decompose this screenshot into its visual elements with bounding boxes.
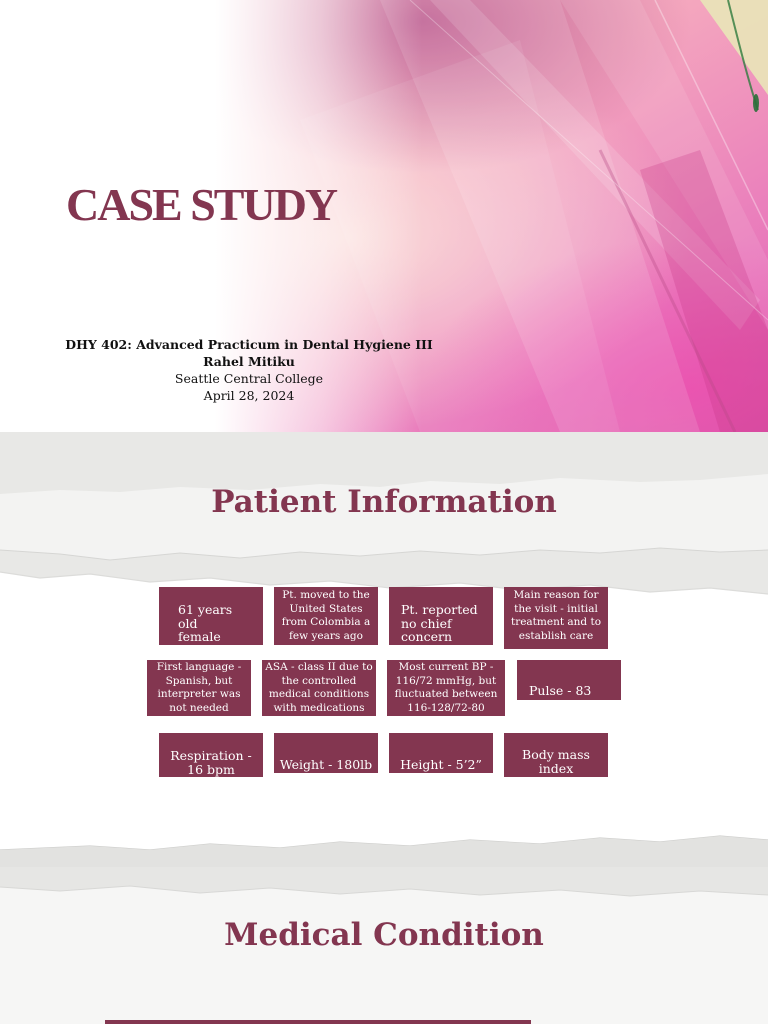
card-asa: ASA - class II due to the controlled med… <box>262 660 376 716</box>
card-weight-text: Weight - 180lb <box>279 757 373 772</box>
author-name: Rahel Mitiku <box>203 354 295 369</box>
card-language: First language - Spanish, but interprete… <box>147 660 251 716</box>
card-weight: Weight - 180lb <box>274 733 378 773</box>
card-origin: Pt. moved to the United States from Colo… <box>274 587 378 645</box>
patient-information-heading: Patient Information <box>211 484 557 520</box>
card-language-text: First language - Spanish, but interprete… <box>156 661 242 714</box>
medical-condition-slide: Medical Condition <box>0 867 768 1024</box>
case-study-title: CASE STUDY <box>66 179 338 230</box>
torn-paper-background <box>0 867 768 1024</box>
medical-condition-heading: Medical Condition <box>224 917 544 953</box>
card-origin-text: Pt. moved to the United States from Colo… <box>281 589 371 642</box>
abstract-pink-background <box>0 0 768 432</box>
card-age-sex-text: 61 years old female <box>178 602 233 644</box>
card-bmi: Body mass index - 32.92 <box>504 733 608 777</box>
title-subinfo: DHY 402: Advanced Practicum in Dental Hy… <box>60 336 438 404</box>
medical-condition-banner <box>105 1020 531 1024</box>
card-visit-reason: Main reason for the visit - initial trea… <box>504 587 608 649</box>
card-pulse: Pulse - 83 bpm <box>517 660 621 700</box>
course-name: DHY 402: Advanced Practicum in Dental Hy… <box>65 337 433 352</box>
card-chief-concern-text: Pt. reported no chief concern <box>401 602 478 644</box>
presentation-date: April 28, 2024 <box>203 388 295 403</box>
card-height-text: Height - 5’2” <box>400 757 482 772</box>
school-name: Seattle Central College <box>174 371 324 386</box>
title-slide: CASE STUDY DHY 402: Advanced Practicum i… <box>0 0 768 432</box>
card-bmi-text: Body mass index - 32.92 <box>522 747 590 778</box>
card-height: Height - 5’2” <box>389 733 493 773</box>
card-visit-reason-text: Main reason for the visit - initial trea… <box>510 589 602 642</box>
patient-information-slide: Patient Information 61 years old female … <box>0 432 768 867</box>
card-blood-pressure-text: Most current BP - 116/72 mmHg, but fluct… <box>394 661 498 714</box>
card-pulse-text: Pulse - 83 bpm <box>529 683 592 701</box>
card-age-sex: 61 years old female <box>159 587 263 645</box>
card-respiration: Respiration - 16 bpm <box>159 733 263 777</box>
card-chief-concern: Pt. reported no chief concern <box>389 587 493 645</box>
card-respiration-text: Respiration - 16 bpm <box>170 748 252 777</box>
card-blood-pressure: Most current BP - 116/72 mmHg, but fluct… <box>387 660 505 716</box>
card-asa-text: ASA - class II due to the controlled med… <box>265 661 373 714</box>
